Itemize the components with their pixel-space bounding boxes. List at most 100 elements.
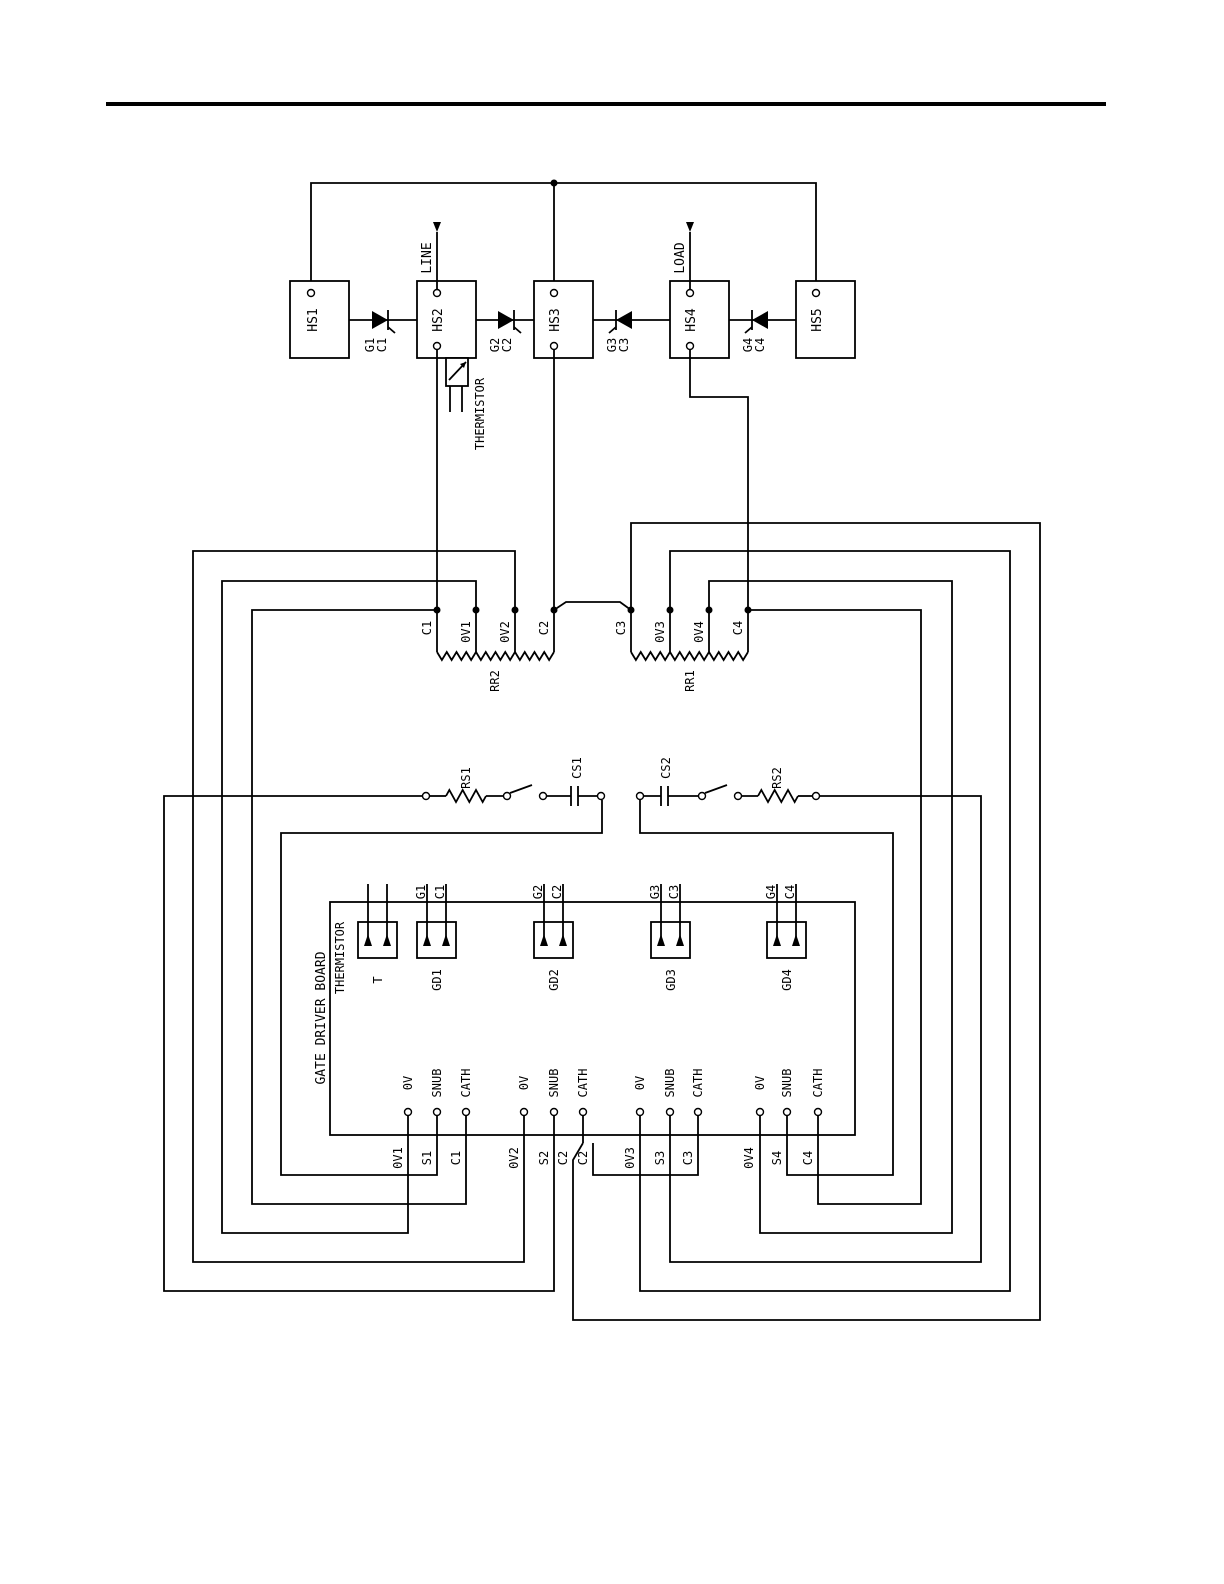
svg-text:C2: C2 — [500, 338, 514, 352]
wire-label: S4 — [770, 1151, 784, 1165]
svg-text:HS1: HS1 — [306, 308, 321, 331]
connector-pin-label: C3 — [667, 885, 681, 899]
svg-text:GATE DRIVER BOARD: GATE DRIVER BOARD — [314, 951, 329, 1084]
board-input: 0V — [401, 1076, 415, 1143]
wire-label: S3 — [653, 1151, 667, 1165]
svg-text:HS5: HS5 — [810, 308, 825, 331]
connector-gd1: GD1 G1 C1 — [414, 884, 456, 991]
svg-text:C3: C3 — [614, 621, 628, 635]
heatsink-hs5: HS5 — [796, 281, 855, 358]
wire-label: C4 — [801, 1151, 815, 1165]
connector-label: GD1 — [430, 969, 444, 991]
board-input-label: 0V — [753, 1076, 767, 1090]
connector-pin-label: G1 — [414, 885, 428, 899]
board-input-label: SNUB — [430, 1069, 444, 1098]
harness-0v3 — [640, 551, 1010, 1291]
svg-text:RR1: RR1 — [683, 670, 697, 692]
board-input-label: CATH — [691, 1069, 705, 1098]
scr-4: G4 C4 — [729, 310, 796, 352]
harness-0v2 — [193, 551, 524, 1262]
connector-gd4: GD4 G4 C4 — [764, 884, 806, 991]
board-input: SNUB — [430, 1069, 444, 1143]
board-connectors: TGD1G1C1GD2G2C2GD3G3C3GD4G4C4 — [358, 884, 806, 991]
svg-text:CS2: CS2 — [659, 757, 673, 779]
connector-pin-label: C4 — [783, 885, 797, 899]
wire-label: 0V3 — [623, 1147, 637, 1169]
board-input-label: 0V — [633, 1076, 647, 1090]
wire-label: C3 — [681, 1151, 695, 1165]
board-input: CATH — [811, 1069, 825, 1143]
svg-text:0V4: 0V4 — [692, 621, 706, 643]
connector-t: T — [358, 884, 397, 984]
svg-text:C1: C1 — [420, 621, 434, 635]
board-input: 0V — [517, 1076, 531, 1143]
svg-text:RS2: RS2 — [770, 767, 784, 789]
svg-text:CS1: CS1 — [570, 757, 584, 779]
resistor-array-rr2: C1 0V1 0V2 C2 RR2 — [420, 607, 558, 692]
load-terminal: LOAD — [673, 222, 694, 289]
connector-label: GD4 — [780, 969, 794, 991]
board-input: SNUB — [663, 1069, 677, 1143]
board-input: 0V — [753, 1076, 767, 1143]
heatsink-thermistor: THERMISTOR — [446, 358, 487, 450]
svg-text:HS3: HS3 — [548, 308, 563, 331]
svg-text:0V3: 0V3 — [653, 621, 667, 643]
board-input-label: SNUB — [547, 1069, 561, 1098]
svg-text:0V2: 0V2 — [498, 621, 512, 643]
connector-pin-label: G2 — [531, 885, 545, 899]
svg-text:THERMISTOR: THERMISTOR — [333, 921, 347, 994]
heatsink-hs1: HS1 — [290, 281, 349, 358]
connector-pin-label: G4 — [764, 885, 778, 899]
svg-text:HS2: HS2 — [431, 308, 446, 331]
scr-2: G2 C2 — [476, 310, 534, 352]
resistor-array-rr1: C3 0V3 0V4 C4 RR1 — [614, 607, 752, 692]
header-rule — [106, 102, 1106, 106]
board-input: CATH — [691, 1069, 705, 1143]
svg-text:C3: C3 — [617, 338, 631, 352]
svg-text:THERMISTOR: THERMISTOR — [473, 377, 487, 450]
board-input: 0V — [633, 1076, 647, 1143]
wire-hs4-c4 — [690, 350, 748, 610]
svg-text:LINE: LINE — [420, 242, 435, 273]
svg-text:LOAD: LOAD — [673, 242, 688, 273]
heatsink-hs3: HS3 — [534, 281, 593, 358]
svg-text:C2: C2 — [537, 621, 551, 635]
board-input-label: SNUB — [663, 1069, 677, 1098]
wire-label: 0V4 — [742, 1147, 756, 1169]
board-input: SNUB — [780, 1069, 794, 1143]
connector-label: GD3 — [664, 969, 678, 991]
wire-label: C1 — [449, 1151, 463, 1165]
board-input: CATH — [576, 1069, 590, 1143]
svg-text:RR2: RR2 — [488, 670, 502, 692]
line-terminal: LINE — [420, 222, 441, 289]
connector-pin-label: C1 — [433, 885, 447, 899]
connector-pin-label: C2 — [550, 885, 564, 899]
wire-label: C2 — [576, 1151, 590, 1165]
heatsink-hs2: HS2 — [417, 281, 476, 358]
board-input-label: CATH — [459, 1069, 473, 1098]
svg-text:C4: C4 — [731, 621, 745, 635]
connector-label: T — [371, 976, 385, 983]
harness-c1 — [252, 610, 466, 1204]
connector-gd3: GD3 G3 C3 — [648, 884, 690, 991]
svg-text:RS1: RS1 — [459, 767, 473, 789]
wire-label: C2 — [556, 1151, 570, 1165]
connector-pin-label: G3 — [648, 885, 662, 899]
snubber-2: CS2 RS2 — [637, 757, 982, 1262]
heatsink-hs4: HS4 — [670, 281, 729, 358]
svg-text:0V1: 0V1 — [459, 621, 473, 643]
board-input-label: 0V — [517, 1076, 531, 1090]
svg-text:HS4: HS4 — [684, 308, 699, 332]
board-input-label: 0V — [401, 1076, 415, 1090]
scr-1: G1 C1 — [349, 310, 417, 352]
wire-label: S2 — [537, 1151, 551, 1165]
board-input-label: SNUB — [780, 1069, 794, 1098]
board-input: SNUB — [547, 1069, 561, 1143]
board-input-label: CATH — [811, 1069, 825, 1098]
svg-text:C1: C1 — [375, 338, 389, 352]
wire-label: S1 — [420, 1151, 434, 1165]
wire-label: 0V1 — [391, 1147, 405, 1169]
scr-3: G3 C3 — [593, 310, 670, 352]
